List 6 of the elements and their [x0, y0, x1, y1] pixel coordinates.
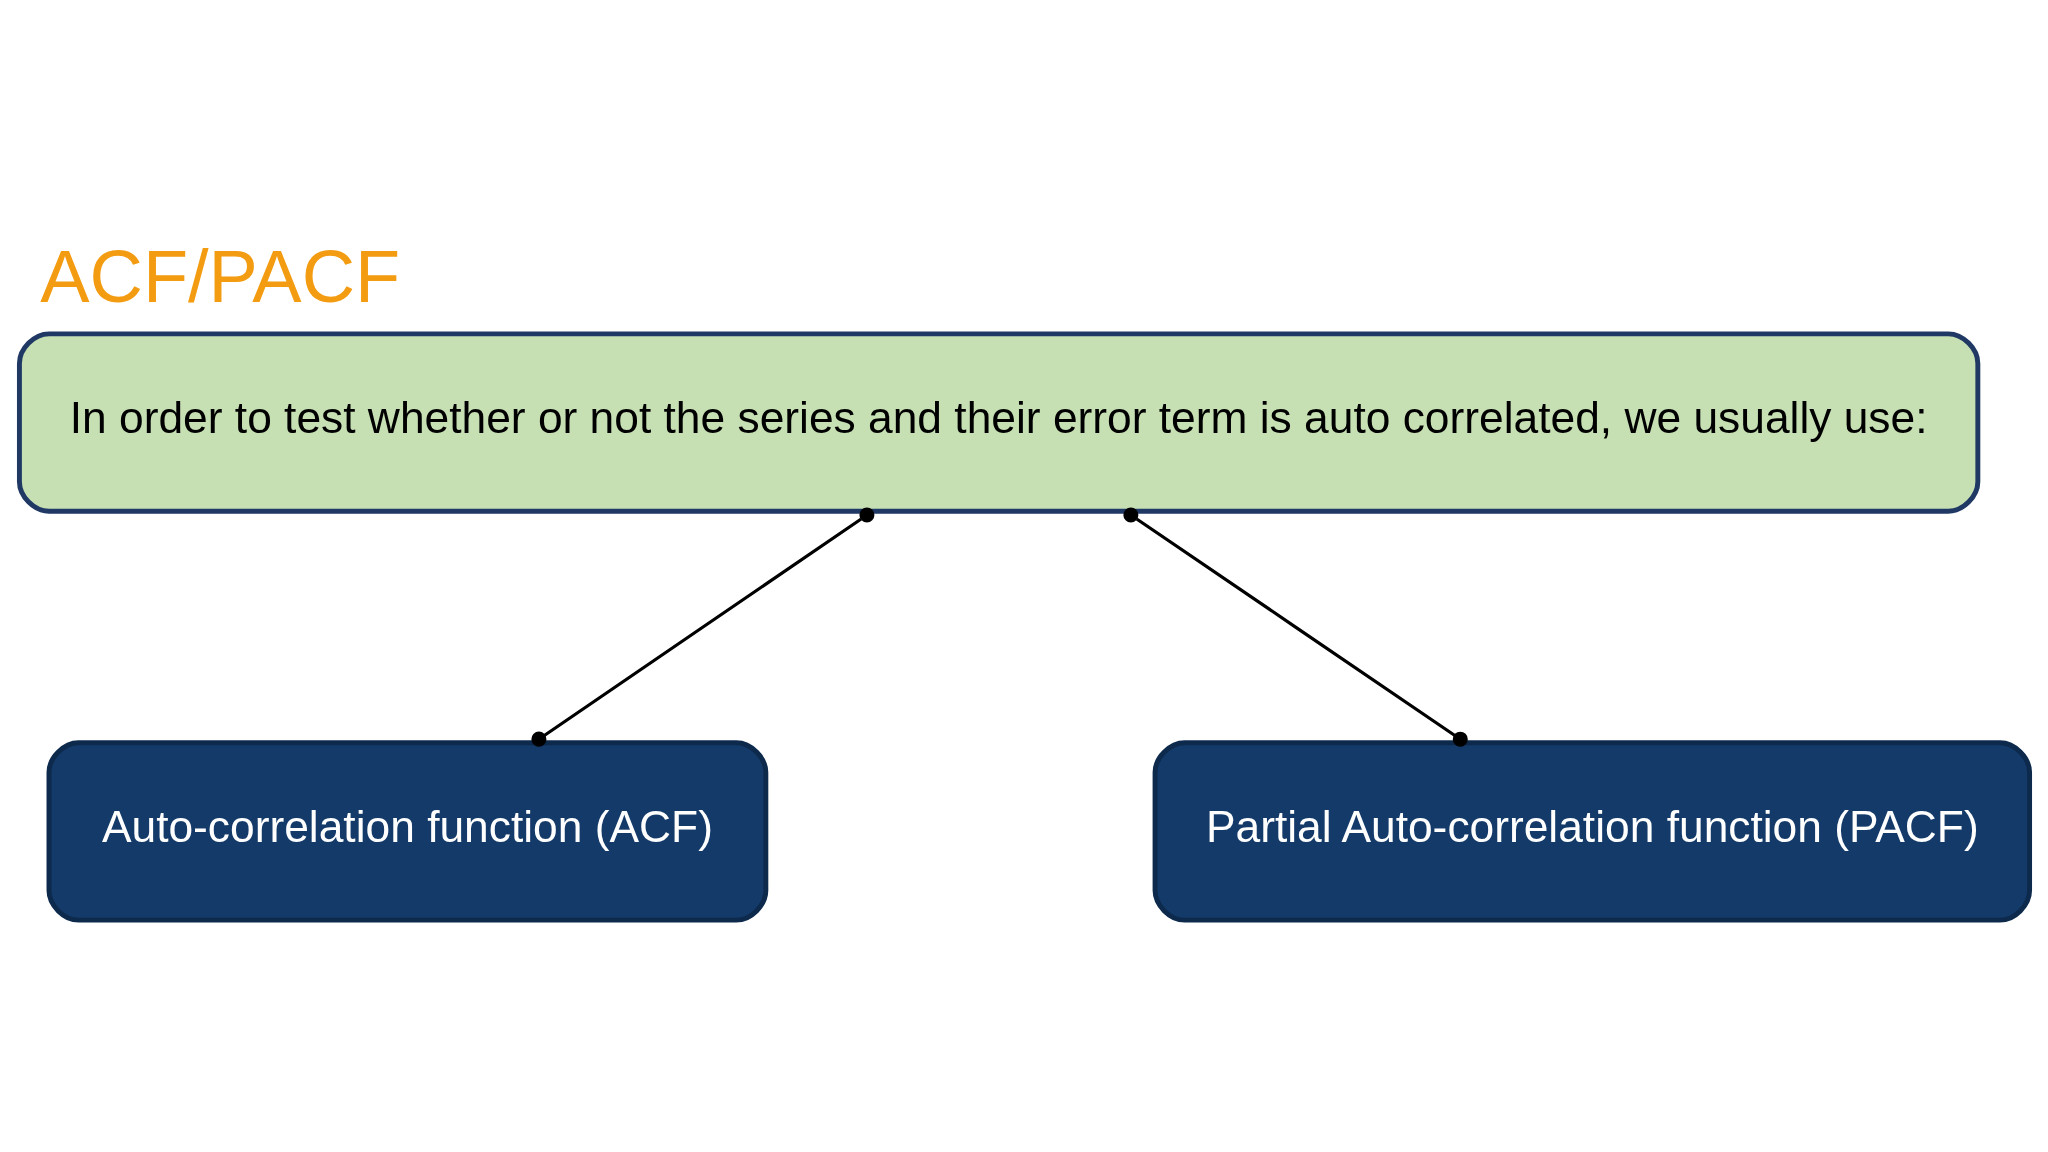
node-box: Auto-correlation function (ACF) — [46, 739, 768, 923]
connector — [530, 507, 874, 747]
node-box: In order to test whether or not the series and their error term is auto correlated, we usually use: — [16, 330, 1980, 514]
connector — [1122, 506, 1468, 747]
node-box: Partial Auto-correlation function (PACF) — [1152, 739, 2032, 923]
diagram-title: ACF/PACF — [39, 234, 400, 318]
